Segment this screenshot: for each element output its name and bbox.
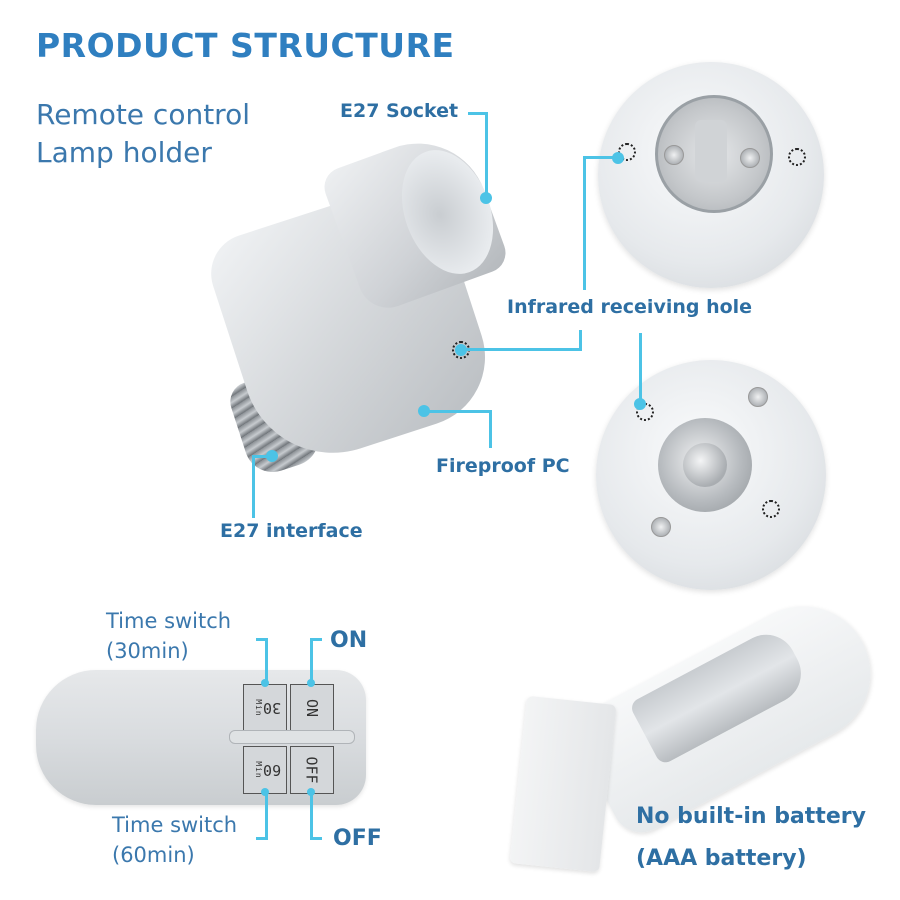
label-off: OFF <box>333 826 382 851</box>
button-on[interactable]: ON <box>290 684 334 732</box>
screw-icon <box>664 145 684 165</box>
leader-line <box>583 156 623 159</box>
leader-line <box>265 792 268 840</box>
button-30-text: 30 <box>262 699 282 717</box>
ir-hole-icon <box>762 500 780 518</box>
label-time-switch-60: Time switch (60min) <box>112 810 237 870</box>
leader-line <box>485 112 488 198</box>
pointer-dot <box>612 152 624 164</box>
label-no-battery: No built-in battery <box>636 804 866 829</box>
leader-line <box>256 638 268 641</box>
leader-line <box>252 456 255 518</box>
leader-line <box>489 410 492 448</box>
subtitle-line-1: Remote control <box>36 98 250 131</box>
leader-line <box>424 410 492 413</box>
page-title: PRODUCT STRUCTURE <box>36 26 455 65</box>
label-aaa-battery: (AAA battery) <box>636 846 807 871</box>
leader-line <box>256 837 268 840</box>
screw-icon <box>748 387 768 407</box>
button-60-text: 60 <box>262 761 282 779</box>
button-off[interactable]: OFF <box>290 746 334 794</box>
pointer-dot <box>634 398 646 410</box>
label-line: (60min) <box>112 843 195 867</box>
pointer-dot <box>307 679 315 687</box>
leader-line <box>310 638 313 683</box>
pointer-dot <box>480 192 492 204</box>
leader-line <box>265 638 268 683</box>
button-off-text: OFF <box>303 756 321 784</box>
pointer-dot <box>266 450 278 462</box>
label-line: Time switch <box>106 609 232 633</box>
ir-hole-icon <box>788 148 806 166</box>
socket-contact <box>695 120 727 182</box>
leader-line <box>468 112 488 115</box>
label-e27-socket: E27 Socket <box>340 100 459 122</box>
pointer-dot <box>418 405 430 417</box>
leader-line <box>583 156 586 290</box>
subtitle-line-2: Lamp holder <box>36 136 212 169</box>
pointer-dot <box>307 788 315 796</box>
leader-line <box>639 333 642 403</box>
label-fireproof-pc: Fireproof PC <box>436 455 570 477</box>
screw-icon <box>740 148 760 168</box>
button-on-text: ON <box>303 698 321 718</box>
product-subtitle: Remote control Lamp holder <box>36 96 250 172</box>
screw-icon <box>651 517 671 537</box>
label-line: (30min) <box>106 639 189 663</box>
label-on: ON <box>330 628 368 653</box>
leader-line <box>310 638 322 641</box>
pointer-dot <box>455 344 467 356</box>
leader-line <box>310 837 322 840</box>
battery-cover <box>509 695 617 873</box>
cap-contact <box>683 443 727 487</box>
label-time-switch-30: Time switch (30min) <box>106 606 231 666</box>
leader-line <box>579 330 582 351</box>
leader-line <box>252 455 274 458</box>
leader-line <box>460 348 582 351</box>
label-line: Time switch <box>112 813 238 837</box>
pointer-dot <box>261 788 269 796</box>
label-e27-interface: E27 interface <box>220 520 363 542</box>
label-infrared-hole: Infrared receiving hole <box>507 296 753 318</box>
pointer-dot <box>261 679 269 687</box>
remote-divider <box>229 730 355 744</box>
leader-line <box>310 792 313 840</box>
